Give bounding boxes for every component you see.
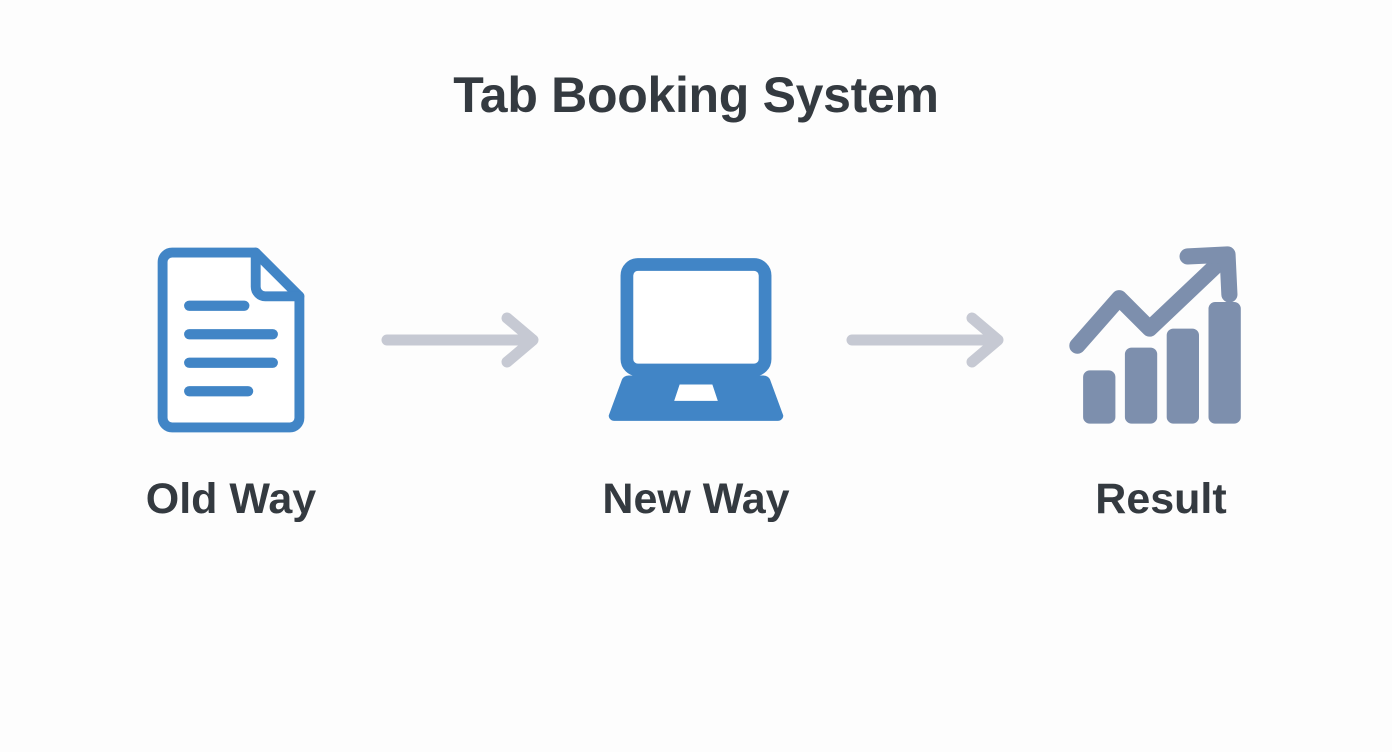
page-title: Tab Booking System xyxy=(453,67,939,123)
connector-2 xyxy=(811,240,1046,440)
process-flow: Old Way New Way xyxy=(0,240,1392,560)
document-icon xyxy=(157,247,305,433)
connector-1 xyxy=(346,240,581,440)
document-icon-container xyxy=(131,240,331,440)
growth-chart-icon-container xyxy=(1061,240,1261,440)
flow-step-label-result: Result xyxy=(1095,475,1227,523)
flow-step-label-old-way: Old Way xyxy=(145,475,317,523)
arrow-right-icon xyxy=(381,312,538,368)
laptop-icon xyxy=(608,258,784,421)
flow-step-result[interactable]: Result xyxy=(1046,240,1276,521)
flow-step-new-way[interactable]: New Way xyxy=(581,240,811,521)
flow-step-label-new-way: New Way xyxy=(602,475,790,523)
flow-step-old-way[interactable]: Old Way xyxy=(116,240,346,521)
arrow-right-icon xyxy=(846,312,1003,368)
laptop-icon-container xyxy=(596,240,796,440)
growth-chart-icon xyxy=(1069,246,1241,424)
